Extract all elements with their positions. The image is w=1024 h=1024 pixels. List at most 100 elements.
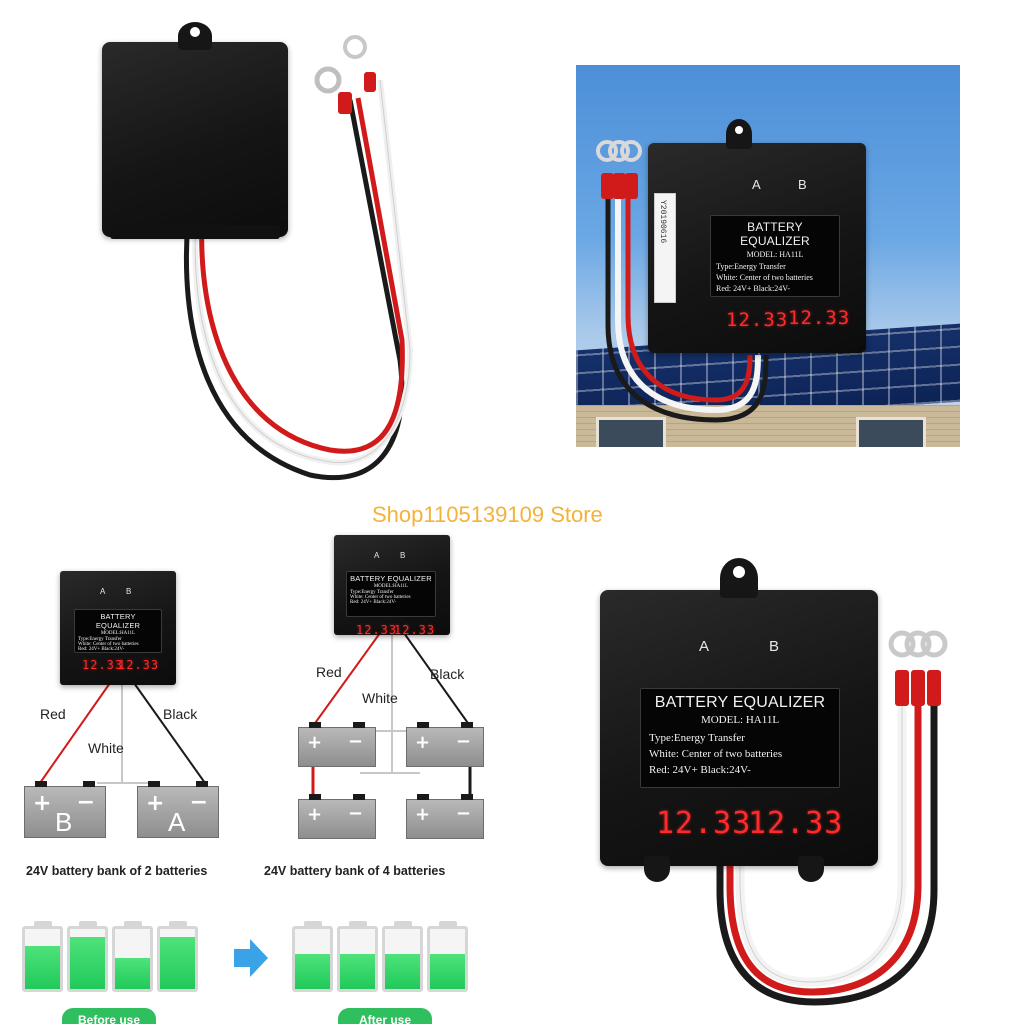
terminal-a-label: A [752,177,761,192]
battery-cell: + − [406,794,484,839]
reading-a: 12.33 [656,806,752,841]
panel-type: Type:Energy Transfer [716,262,786,271]
battery-plus: + [415,732,431,753]
battery-plus: + [33,791,52,816]
photo-wires [596,140,769,423]
reading-b: 12.33 [118,658,160,672]
panel-red-black: Red: 24V+ Black:24V- [350,600,397,605]
mount-tab [726,119,752,149]
terminal-b-label: B [769,638,780,655]
front-wires [716,630,948,1006]
terminal-b-label: B [126,587,132,596]
mount-tab [178,22,212,50]
panel-white: White: Center of two batteries [350,595,411,600]
device-feet [110,225,280,239]
terminal-a-label: A [374,551,380,560]
reading-a: 12.33 [726,309,789,331]
store-watermark: Shop1105139109 Store [372,502,603,527]
panel-title: BATTERY EQUALIZER [95,612,141,630]
wire-label-white: White [88,740,124,756]
serial-sticker: Y20190616 [654,193,676,303]
battery-a: + − A [137,781,219,838]
label-panel: BATTERY EQUALIZER MODEL: HA11L Type:Ener… [640,688,840,788]
panel-model: MODEL: HA11L [746,250,804,259]
battery-letter: B [55,807,73,837]
front-view: A B BATTERY EQUALIZER MODEL: HA11L Type:… [590,550,950,1010]
battery-plus: + [146,791,165,816]
battery-b: + − B [24,781,106,838]
caption-four-batteries: 24V battery bank of 4 batteries [264,864,446,878]
battery-level-cell [157,926,198,992]
reading-a: 12.33 [356,623,398,637]
wire-label-white: White [362,690,398,706]
battery-level-cell [337,926,378,992]
reading-b: 12.33 [394,623,436,637]
battery-level-cell [67,926,108,992]
after-use-label: After use [338,1008,432,1024]
panel-red-black: Red: 24V+ Black:24V- [649,764,751,776]
battery-level-cell [112,926,153,992]
panel-title: BATTERY EQUALIZER [350,574,432,583]
panel-model: MODEL:HA11L [373,584,409,589]
battery-level-cell [382,926,423,992]
panel-white: White: Center of two batteries [78,642,139,647]
panel-white: White: Center of two batteries [716,273,813,282]
battery-minus: − [347,803,363,824]
mount-foot-left [644,856,670,882]
after-cells [292,921,472,995]
panel-type: Type:Energy Transfer [78,637,122,642]
terminal-b-label: B [400,551,406,560]
battery-cell: + − [298,794,376,839]
wire-label-black: Black [430,666,465,682]
battery-plus: + [307,732,323,753]
level-comparison: Before use After use [0,915,510,1024]
wire-label-black: Black [163,706,198,722]
battery-plus: + [415,804,431,825]
battery-level-cell [292,926,333,992]
product-photo-plain [80,20,440,490]
caption-two-batteries: 24V battery bank of 2 batteries [26,864,208,878]
panel-red-black: Red: 24V+ Black:24V- [716,284,790,293]
panel-title: BATTERY EQUALIZER [740,220,810,248]
terminal-a-label: A [100,587,106,596]
reading-a: 12.33 [82,658,124,672]
panel-type: Type:Energy Transfer [350,590,394,595]
terminal-b-label: B [798,177,807,192]
panel-model: MODEL: HA11L [700,714,780,726]
wire-bundle [183,35,414,481]
panel-red-black: Red: 24V+ Black:24V- [78,647,125,652]
wire-label-red: Red [316,664,342,680]
battery-cell: + − [298,722,376,767]
mount-foot-right [798,856,824,882]
label-panel: BATTERY EQUALIZER MODEL:HA11L Type:Energ… [346,571,436,617]
battery-cell: + − [406,722,484,767]
panel-model: MODEL:HA11L [100,631,136,636]
before-use-label: Before use [62,1008,156,1024]
mount-tab [720,558,758,598]
label-panel: BATTERY EQUALIZER MODEL: HA11L Type:Ener… [710,215,840,297]
before-cells [22,921,202,995]
battery-level-cell [22,926,63,992]
battery-minus: − [455,803,471,824]
panel-title: BATTERY EQUALIZER [654,694,826,711]
house-window [856,417,926,447]
battery-minus: − [347,731,363,752]
serial-sticker-text: Y20190616 [658,200,667,244]
battery-minus: − [76,790,95,815]
battery-level-cell [427,926,468,992]
panel-white: White: Center of two batteries [649,748,783,760]
battery-letter: A [168,807,186,837]
device-body [102,42,288,237]
reading-b: 12.33 [748,806,844,841]
reading-b: 12.33 [788,307,851,329]
house-window [596,417,666,447]
panel-type: Type:Energy Transfer [649,732,745,744]
battery-minus: − [189,790,208,815]
installed-photo: Y20190616 A B BATTERY EQUALIZER MODEL: H… [576,65,960,447]
label-panel: BATTERY EQUALIZER MODEL:HA11L Type:Energ… [74,609,162,653]
terminal-a-label: A [699,638,710,655]
wiring-diagram: A B BATTERY EQUALIZER MODEL:HA11L Type:E… [0,515,510,1024]
arrow-right-icon [234,939,268,977]
wire-label-red: Red [40,706,66,722]
battery-minus: − [455,731,471,752]
